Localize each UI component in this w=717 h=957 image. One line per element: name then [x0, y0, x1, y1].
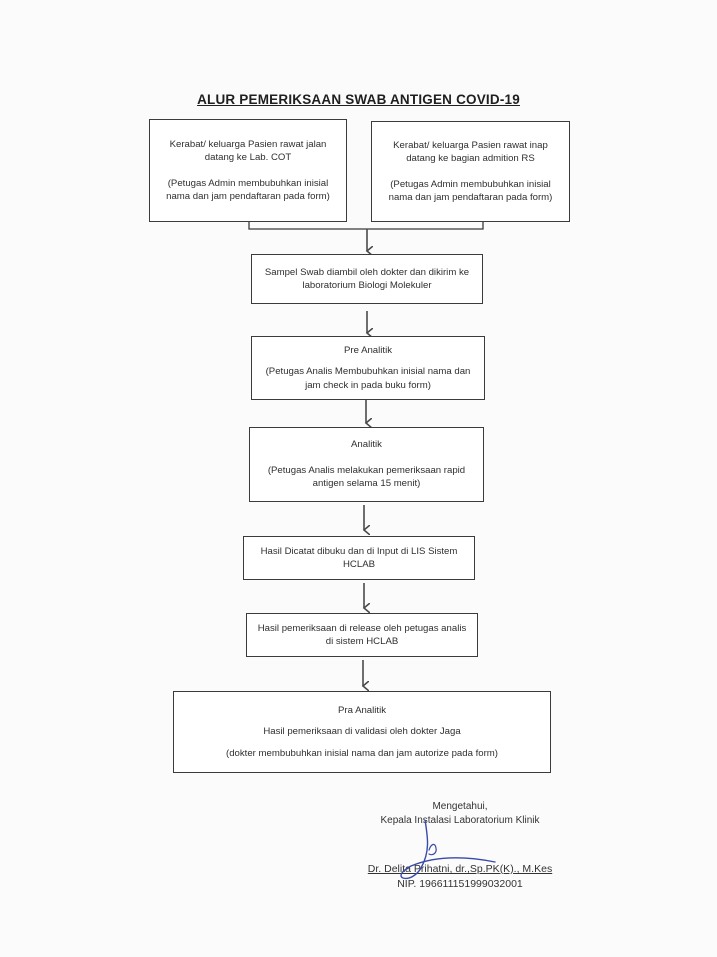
step-sample-line1: Sampel Swab diambil oleh dokter dan diki… — [264, 266, 470, 278]
step-pre-analytic-note2: jam check in pada buku form) — [305, 379, 431, 391]
flow-title: ALUR PEMERIKSAAN SWAB ANTIGEN COVID-19 — [197, 92, 520, 107]
step-outpatient-box: Kerabat/ keluarga Pasien rawat jalan dat… — [149, 119, 347, 222]
approval-block: Mengetahui, Kepala Instalasi Laboratoriu… — [350, 800, 570, 891]
step-analytic-heading: Analitik — [351, 439, 382, 451]
step-inpatient-note2: nama dan jam pendaftaran pada form) — [388, 192, 553, 203]
step-release-line1: Hasil pemeriksaan di release oleh petuga… — [257, 622, 467, 634]
step-outpatient-line1: Kerabat/ keluarga Pasien rawat jalan — [169, 138, 327, 150]
step-analytic-box: Analitik (Petugas Analis melakukan pemer… — [249, 427, 484, 502]
step-release-line2: di sistem HCLAB — [325, 636, 399, 647]
step-outpatient-note2: nama dan jam pendaftaran pada form) — [166, 191, 330, 202]
step-record-line2: HCLAB — [343, 559, 375, 570]
step-validation-line1: Hasil pemeriksaan di validasi oleh dokte… — [263, 726, 461, 738]
step-pre-analytic-box: Pre Analitik (Petugas Analis Membubuhkan… — [251, 336, 485, 400]
step-sample-box: Sampel Swab diambil oleh dokter dan diki… — [251, 254, 483, 304]
step-outpatient-line2: datang ke Lab. COT — [204, 152, 292, 163]
step-validation-note1: (dokter membubuhkan inisial nama dan jam… — [226, 747, 498, 759]
step-analytic-note1: (Petugas Analis melakukan pemeriksaan ra… — [267, 464, 466, 476]
step-outpatient-note1: (Petugas Admin membubuhkan inisial — [167, 177, 329, 189]
step-inpatient-note1: (Petugas Admin membubuhkan inisial — [390, 178, 551, 190]
step-release-box: Hasil pemeriksaan di release oleh petuga… — [246, 613, 478, 657]
step-inpatient-line1: Kerabat/ keluarga Pasien rawat inap — [393, 139, 548, 151]
signature-mark — [400, 820, 496, 880]
approval-acknowledged: Mengetahui, — [432, 801, 488, 812]
approval-nip: NIP. 196611151999032001 — [397, 877, 523, 890]
step-record-box: Hasil Dicatat dibuku dan di Input di LIS… — [243, 536, 475, 580]
step-validation-heading: Pra Analitik — [338, 704, 386, 716]
approval-position: Kepala Instalasi Laboratorium Klinik — [380, 814, 540, 826]
approval-name: Dr. Delita Prihatni, dr.,Sp.PK(K)., M.Ke… — [367, 863, 553, 875]
step-analytic-note2: antigen selama 15 menit) — [312, 478, 421, 490]
step-validation-box: Pra Analitik Hasil pemeriksaan di valida… — [173, 691, 551, 773]
step-pre-analytic-note1: (Petugas Analis Membubuhkan inisial nama… — [265, 366, 471, 378]
merge-connector — [248, 222, 484, 230]
step-inpatient-line2: datang ke bagian admition RS — [406, 153, 535, 164]
step-pre-analytic-heading: Pre Analitik — [344, 344, 392, 356]
step-inpatient-box: Kerabat/ keluarga Pasien rawat inap data… — [371, 121, 570, 222]
step-sample-line2: laboratorium Biologi Molekuler — [302, 280, 432, 291]
step-record-line1: Hasil Dicatat dibuku dan di Input di LIS… — [260, 545, 458, 557]
